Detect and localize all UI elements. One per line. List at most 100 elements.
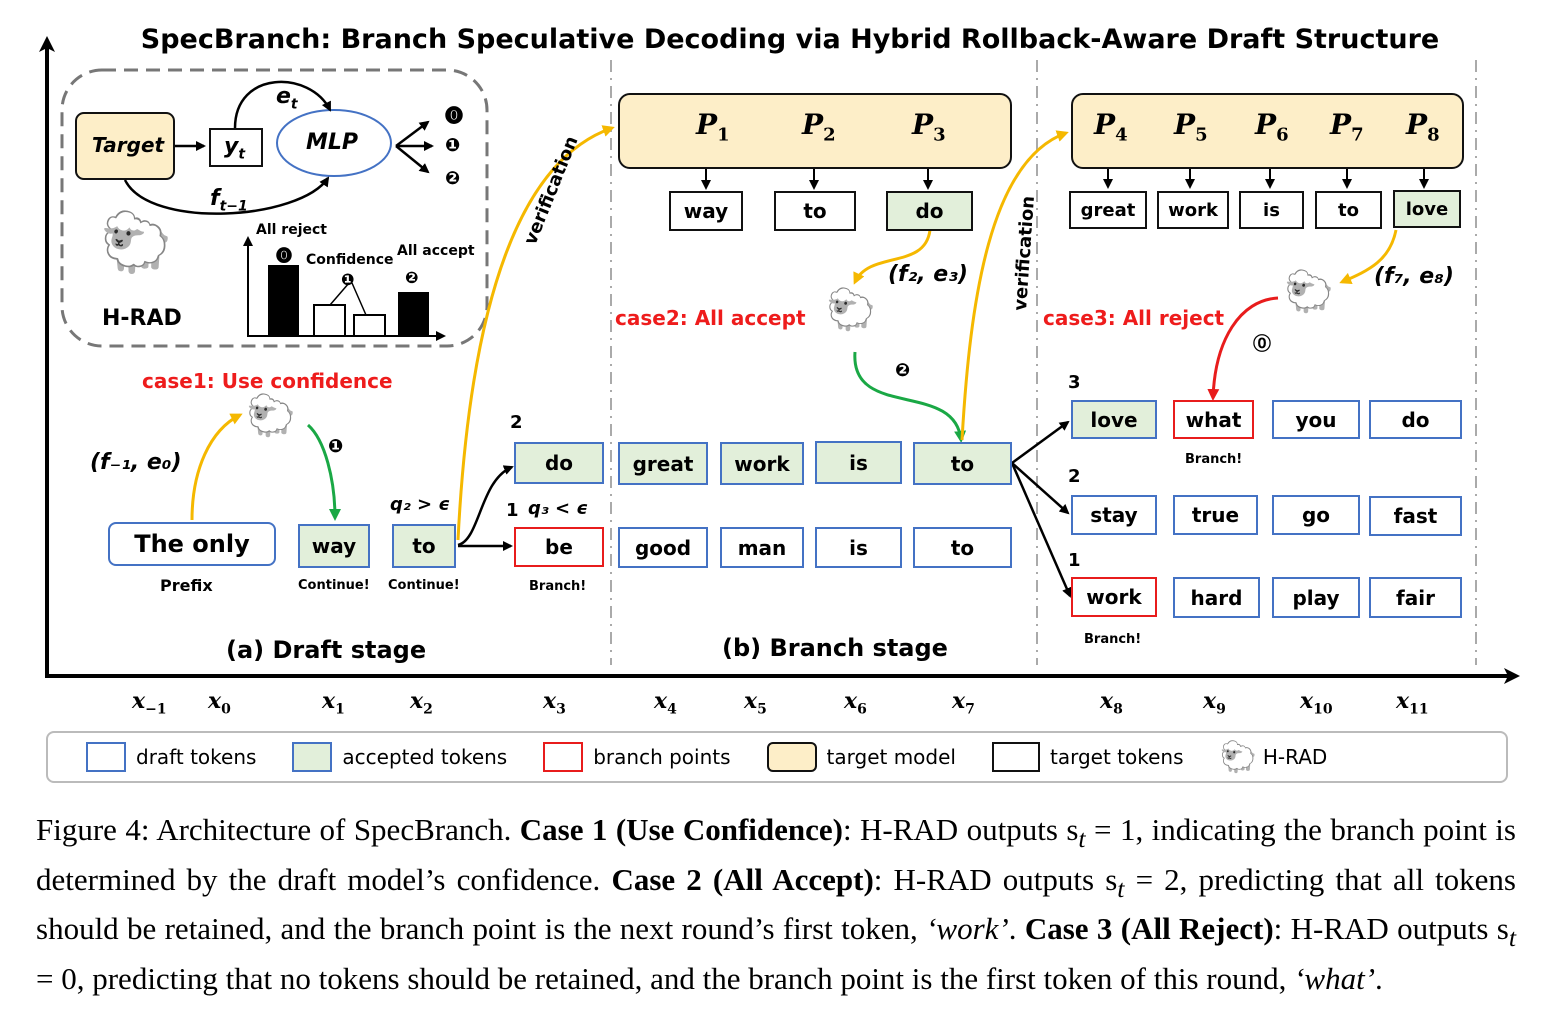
target-prob-p6: P6 bbox=[1255, 108, 1289, 146]
row3-token-you: you bbox=[1272, 400, 1360, 439]
legend-label: branch points bbox=[593, 745, 731, 769]
verification-arrow-1 bbox=[456, 125, 615, 541]
legend-label: target model bbox=[826, 745, 956, 769]
branch-rank-1: 1 bbox=[506, 500, 519, 521]
bar-marker-0: ⓿ bbox=[276, 246, 293, 265]
legend-label: target tokens bbox=[1049, 745, 1184, 769]
branch-token-do: do bbox=[514, 442, 604, 484]
hrad-mascot-icon: 🐑 bbox=[1219, 739, 1257, 775]
draft-token-to-2: to bbox=[913, 527, 1012, 568]
to-condition: q₂ > ϵ bbox=[390, 494, 450, 515]
row3-token-do: do bbox=[1369, 400, 1462, 439]
bar-confidence-b bbox=[353, 314, 386, 337]
target-prob-p1: P1 bbox=[696, 108, 730, 146]
x-label: x3 bbox=[543, 688, 566, 718]
row3-token-what: what bbox=[1173, 400, 1254, 439]
hrad-output-0: ⓿ bbox=[445, 106, 463, 127]
arrow-hrad-to-to bbox=[853, 351, 967, 443]
legend-swatch-branch bbox=[543, 742, 584, 772]
legend-item-accepted: accepted tokens bbox=[292, 742, 507, 772]
bar-confidence-a bbox=[313, 304, 346, 337]
bar-label-all-accept: All accept bbox=[397, 243, 475, 259]
hrad-yt-box bbox=[209, 128, 263, 167]
legend-label: accepted tokens bbox=[342, 745, 508, 769]
x-label: x6 bbox=[844, 688, 867, 718]
target-token-do: do bbox=[886, 191, 973, 231]
legend-item-hrad: 🐑 H-RAD bbox=[1220, 740, 1328, 775]
x-label: x4 bbox=[654, 688, 677, 718]
x-label: x−1 bbox=[132, 688, 167, 718]
x-label: x2 bbox=[410, 688, 433, 718]
draft-token-way: way bbox=[298, 524, 370, 568]
x-label: x8 bbox=[1100, 688, 1123, 718]
target-prob-p5: P5 bbox=[1174, 108, 1208, 146]
bar-marker-1: ❶ bbox=[341, 270, 355, 289]
hrad-target-label: Target bbox=[92, 133, 165, 157]
row1-token-play: play bbox=[1272, 577, 1360, 618]
target-token-love: love bbox=[1393, 190, 1461, 228]
x-label: x1 bbox=[322, 688, 345, 718]
row2-token-stay: stay bbox=[1071, 495, 1157, 535]
reject-rank-3: 3 bbox=[1068, 372, 1081, 393]
bar-label-confidence: Confidence bbox=[306, 252, 394, 268]
target-token-is: is bbox=[1239, 191, 1304, 229]
target-prob-p2: P2 bbox=[802, 108, 836, 146]
legend-swatch-accepted bbox=[292, 742, 333, 772]
row1-token-work: work bbox=[1071, 577, 1157, 617]
arrow-to-do bbox=[457, 465, 514, 547]
x-label: x9 bbox=[1203, 688, 1226, 718]
legend-item-target-tokens: target tokens bbox=[991, 742, 1184, 772]
case3-label: case3: All reject bbox=[1043, 306, 1225, 330]
x-label: x0 bbox=[208, 688, 231, 718]
what-caption: Branch! bbox=[1185, 452, 1243, 467]
branch-token-be: be bbox=[514, 527, 604, 567]
hrad-ft-label: ft−1 bbox=[210, 186, 248, 215]
draft-token-is: is bbox=[815, 527, 902, 568]
bar-label-all-reject: All reject bbox=[256, 222, 327, 238]
case1-marker: ❶ bbox=[328, 436, 344, 457]
target-model-box-2 bbox=[1071, 93, 1464, 169]
bar-marker-2: ❷ bbox=[405, 268, 419, 287]
be-caption: Branch! bbox=[529, 579, 587, 594]
hrad-mlp-label: MLP bbox=[306, 130, 359, 155]
legend-item-draft: draft tokens bbox=[86, 742, 256, 772]
target-token-work: work bbox=[1157, 191, 1229, 229]
legend-item-branch: branch points bbox=[543, 742, 731, 772]
verification-arrow-2 bbox=[960, 130, 1069, 441]
arrow-do-to-hrad bbox=[853, 229, 932, 285]
bar-all-reject bbox=[268, 265, 299, 336]
legend-swatch-draft bbox=[86, 742, 126, 772]
hrad-mlp-ellipse bbox=[276, 109, 392, 177]
legend-label: H-RAD bbox=[1262, 745, 1328, 769]
target-prob-p3: P3 bbox=[912, 108, 946, 146]
case2-input-label: (f₂, e₃) bbox=[888, 262, 968, 287]
case1-input-label: (f₋₁, e₀) bbox=[90, 450, 182, 475]
legend-item-target-model: target model bbox=[766, 742, 956, 772]
reject-rank-2: 2 bbox=[1068, 466, 1081, 487]
case1-label: case1: Use confidence bbox=[142, 369, 393, 393]
target-token-way: way bbox=[669, 191, 743, 231]
x-label: x5 bbox=[744, 688, 767, 718]
legend: draft tokens accepted tokens branch poin… bbox=[46, 731, 1508, 783]
row2-token-fast: fast bbox=[1369, 496, 1462, 536]
to-caption: Continue! bbox=[388, 578, 460, 593]
work-caption: Branch! bbox=[1084, 632, 1142, 647]
hrad-mascot-icon: 🐑 bbox=[100, 208, 173, 276]
way-caption: Continue! bbox=[298, 578, 370, 593]
target-token-to-2: to bbox=[1315, 191, 1382, 229]
draft-token-man: man bbox=[720, 527, 804, 568]
be-condition: q₃ < ϵ bbox=[528, 498, 588, 519]
figure-title: SpecBranch: Branch Speculative Decoding … bbox=[140, 24, 1440, 55]
row3-token-love: love bbox=[1071, 400, 1157, 439]
branch-rank-2: 2 bbox=[510, 412, 523, 433]
arrow-prefix-to-hrad bbox=[190, 413, 243, 521]
target-model-box-1 bbox=[618, 93, 1012, 169]
legend-label: draft tokens bbox=[136, 745, 257, 769]
x-label: x7 bbox=[952, 688, 975, 718]
target-token-great: great bbox=[1069, 191, 1147, 229]
hrad-yt-label: yt bbox=[224, 134, 246, 163]
bar-all-accept bbox=[398, 292, 429, 336]
legend-swatch-target-model bbox=[766, 742, 817, 772]
arrow-love-to-hrad bbox=[1339, 229, 1398, 284]
